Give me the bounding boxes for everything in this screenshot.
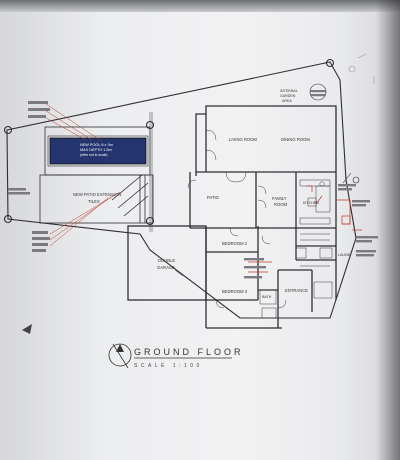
marker-leader — [342, 172, 352, 184]
pool-label-2: MAX DEPTH 1.5m — [80, 148, 112, 152]
label-area: AREA — [282, 99, 292, 103]
label-family: FAMILY — [272, 196, 287, 201]
label-bedroom-3: BEDROOM 3 — [222, 289, 248, 294]
interior-details — [149, 112, 333, 319]
electrical-markups — [248, 185, 362, 273]
photo-top-edge — [0, 0, 400, 12]
room-labels: LIVING ROOM DINING ROOM PATIO FAMILY ROO… — [73, 89, 351, 299]
title-block: GROUND FLOOR SCALE 1:100 — [108, 343, 244, 369]
label-entrance: ENTRANCE — [285, 288, 308, 293]
label-bedroom-2: BEDROOM 2 — [222, 241, 248, 246]
label-kitchen: KITCHEN — [303, 201, 319, 205]
annotation-leaders — [45, 103, 121, 247]
drawing-scale: SCALE 1:100 — [134, 363, 203, 369]
label-patio-extension: NEW PATIO EXTENSION — [73, 192, 121, 197]
corner-marks — [348, 53, 375, 84]
small-arrow-symbol — [22, 324, 32, 334]
label-family-room: ROOM — [274, 202, 288, 207]
label-garage-2: GARAGE — [157, 265, 175, 270]
pool-labels: NEW POOL 8 x 3m MAX DEPTH 1.5m (refer no… — [80, 143, 113, 157]
annotation-notes — [8, 101, 50, 252]
marker-circle — [352, 176, 360, 184]
label-laundry: LAUND — [338, 253, 351, 257]
photo-right-shadow — [376, 0, 400, 460]
label-patio: PATIO — [207, 195, 220, 200]
side-notes — [244, 184, 378, 279]
label-garage: DOUBLE — [158, 258, 175, 263]
pool-label-3: (refer not to scale) — [80, 153, 108, 157]
drawing-title: GROUND FLOOR — [134, 347, 244, 357]
label-bath: BATH — [262, 295, 272, 299]
label-garden: GARDEN — [280, 94, 296, 98]
garden-symbol — [309, 83, 327, 101]
label-patio-extension-tiles: TILES — [88, 199, 100, 204]
north-arrow-icon — [116, 344, 124, 352]
pool-coping — [47, 135, 149, 167]
label-internal: INTERNAL — [280, 89, 298, 93]
house-walls — [127, 105, 337, 329]
label-living: LIVING ROOM — [229, 137, 257, 142]
label-dining: DINING ROOM — [281, 137, 310, 142]
pool-shape — [49, 137, 147, 165]
section-slash — [112, 343, 129, 369]
pool-label-1: NEW POOL 8 x 3m — [80, 143, 113, 147]
site-boundary — [3, 58, 357, 319]
